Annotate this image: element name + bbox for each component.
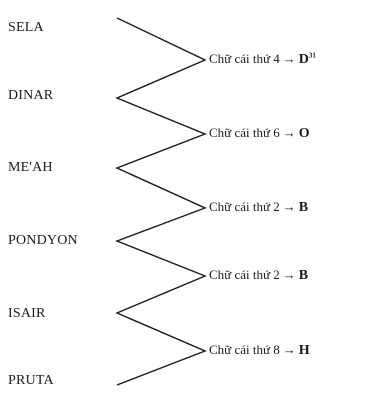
arrow-icon: → bbox=[282, 267, 296, 282]
rule-text: Chữ cái thứ 6 bbox=[209, 125, 280, 140]
rule-3: Chữ cái thứ 2→B bbox=[209, 199, 308, 216]
result-letter: B bbox=[298, 268, 309, 283]
rule-text: Chữ cái thứ 4 bbox=[209, 51, 280, 66]
word-pondyon: PONDYON bbox=[8, 233, 78, 248]
arrow-icon: → bbox=[282, 199, 296, 214]
word-meah: ME'AH bbox=[8, 160, 53, 175]
rule-4: Chữ cái thứ 2→B bbox=[209, 267, 308, 284]
rule-text: Chữ cái thứ 2 bbox=[209, 199, 280, 214]
result-letter: O bbox=[298, 126, 310, 141]
result-letter: H bbox=[298, 343, 310, 358]
result-letter: D bbox=[298, 52, 309, 67]
rule-text: Chữ cái thứ 8 bbox=[209, 342, 280, 357]
result-letter: B bbox=[298, 200, 309, 215]
word-sela: SELA bbox=[8, 20, 44, 35]
word-dinar: DINAR bbox=[8, 88, 54, 103]
word-isair: ISAIR bbox=[8, 306, 46, 321]
word-pruta: PRUTA bbox=[8, 373, 54, 388]
arrow-icon: → bbox=[282, 125, 296, 140]
zigzag-path bbox=[115, 17, 207, 386]
rule-2: Chữ cái thứ 6→O bbox=[209, 125, 310, 142]
rule-text: Chữ cái thứ 2 bbox=[209, 267, 280, 282]
arrow-icon: → bbox=[282, 342, 296, 357]
result-superscript: 31 bbox=[308, 51, 316, 60]
arrow-icon: → bbox=[282, 51, 296, 66]
rule-1: Chữ cái thứ 4→D31 bbox=[209, 51, 316, 68]
rule-5: Chữ cái thứ 8→H bbox=[209, 342, 310, 359]
